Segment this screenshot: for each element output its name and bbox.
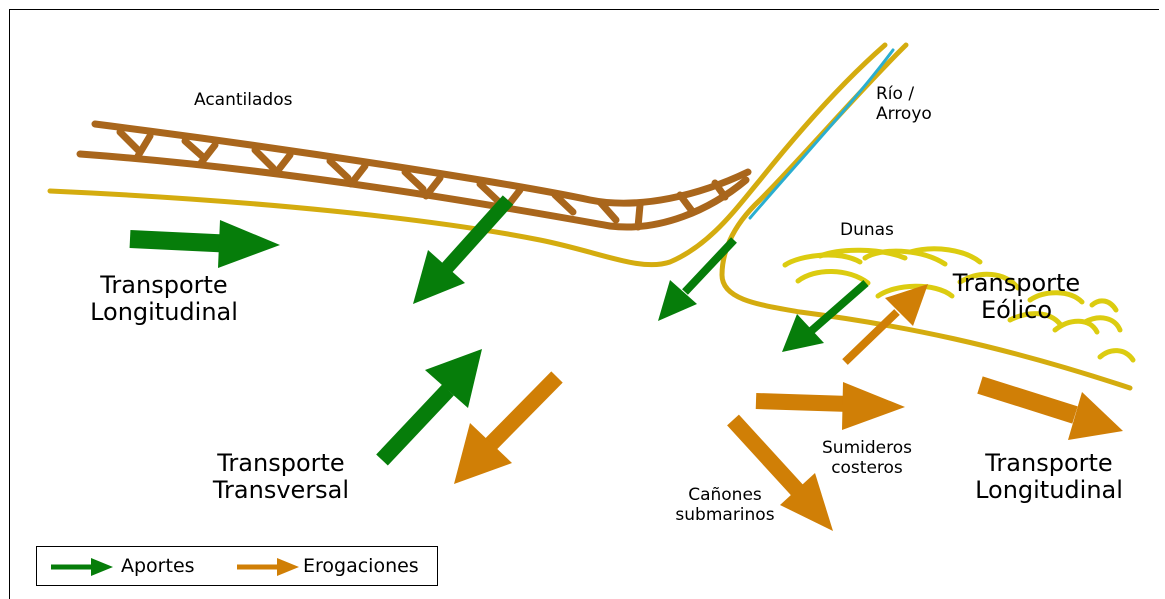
arrow-aporte-river: [658, 237, 737, 321]
canones-submarinos-label: Cañones submarinos: [675, 485, 775, 526]
legend-aportes-arrow-icon: [51, 558, 113, 576]
arrow-erogacion-longitudinal-right: [977, 376, 1123, 440]
diagram-frame: [9, 9, 1159, 599]
rio-arroyo-label: Río / Arroyo: [876, 84, 932, 125]
sumideros-costeros-label: Sumideros costeros: [822, 438, 912, 479]
dunes: [782, 246, 1136, 363]
legend: Aportes Erogaciones: [36, 546, 438, 586]
transporte-transversal-label: Transporte Transversal: [212, 449, 350, 504]
transporte-eolico-label: Transporte Eólico: [952, 269, 1081, 324]
arrow-erogacion-canones: [727, 414, 833, 531]
shoreline-right: [719, 42, 1133, 391]
arrow-erogacion-transversal: [454, 371, 563, 484]
arrow-erogacion-eolico: [842, 284, 928, 365]
dunas-label: Dunas: [840, 220, 894, 240]
legend-erogaciones-arrow-icon: [237, 558, 299, 576]
transporte-longitudinal-left-label: Transporte Longitudinal: [90, 271, 238, 326]
legend-item-erogaciones: Erogaciones: [235, 555, 435, 579]
cliff-line: [76, 120, 752, 231]
arrows: [129, 195, 1123, 531]
river-line: [748, 48, 895, 220]
legend-item-aportes: Aportes: [49, 555, 199, 579]
arrow-aporte-longitudinal-left: [129, 220, 280, 268]
legend-erogaciones-label: Erogaciones: [303, 555, 419, 577]
legend-aportes-label: Aportes: [121, 555, 195, 577]
arrow-aporte-dunes: [782, 279, 869, 352]
shoreline-left: [47, 42, 888, 268]
arrow-aporte-transversal: [376, 349, 482, 466]
transporte-longitudinal-right-label: Transporte Longitudinal: [975, 449, 1123, 504]
acantilados-label: Acantilados: [194, 90, 293, 110]
arrow-aporte-cliff: [413, 195, 514, 304]
arrow-erogacion-sumideros: [755, 382, 905, 430]
